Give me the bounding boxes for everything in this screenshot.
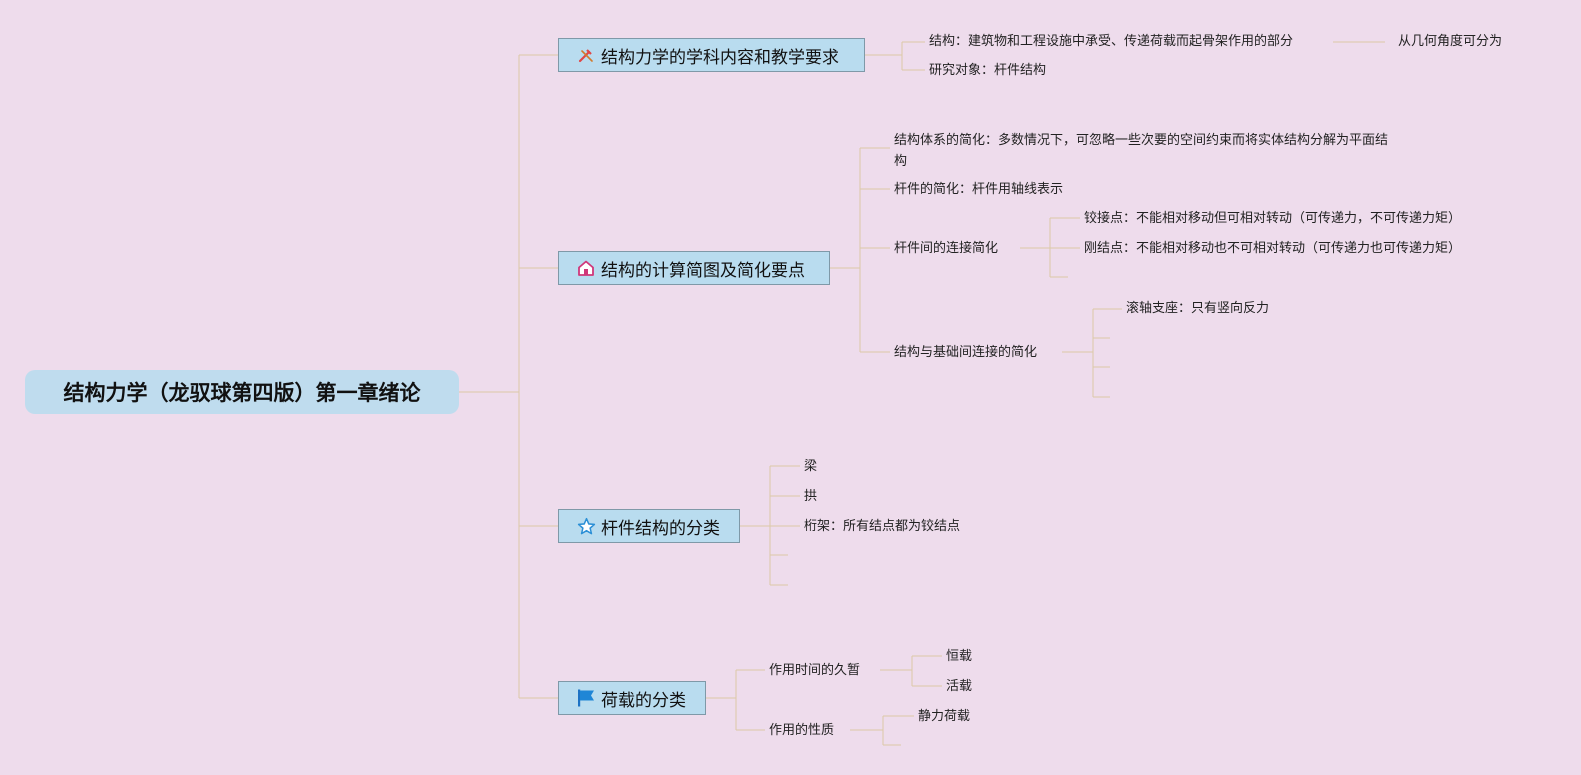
topic-system-simplification[interactable]: 结构体系的简化：多数情况下，可忽略一些次要的空间约束而将实体结构分解为平面结构	[894, 133, 1389, 169]
house-icon	[576, 258, 596, 278]
flag-icon	[576, 688, 596, 708]
branch-load-classification[interactable]: 荷载的分类	[558, 681, 706, 715]
topic-load-duration[interactable]: 作用时间的久暂	[769, 663, 861, 678]
star-icon	[576, 516, 596, 536]
root-title: 结构力学（龙驭球第四版）第一章绪论	[63, 381, 421, 405]
topic-hinge-joint[interactable]: 铰接点：不能相对移动但可相对转动（可传递力，不可传递力矩）	[1084, 211, 1462, 226]
topic-rigid-joint[interactable]: 刚结点：不能相对移动也不可相对转动（可传递力也可传递力矩）	[1084, 241, 1462, 256]
topic-support-simplification[interactable]: 结构与基础间连接的简化	[894, 345, 1038, 360]
topic-load-nature[interactable]: 作用的性质	[769, 723, 835, 738]
topic-roller-support[interactable]: 滚轴支座：只有竖向反力	[1126, 301, 1270, 316]
topic-dead-load[interactable]: 恒载	[946, 649, 973, 664]
branch-calculation-diagram[interactable]: 结构的计算简图及简化要点	[558, 251, 830, 285]
topic-member-simplification[interactable]: 杆件的简化：杆件用轴线表示	[894, 182, 1064, 197]
branch-title: 结构力学的学科内容和教学要求	[601, 47, 839, 68]
branch-member-classification[interactable]: 杆件结构的分类	[558, 509, 740, 543]
topic-live-load[interactable]: 活载	[946, 679, 973, 694]
branch-title: 杆件结构的分类	[601, 518, 720, 539]
branch-title: 结构的计算简图及简化要点	[601, 260, 805, 281]
topic-research-object[interactable]: 研究对象：杆件结构	[929, 63, 1047, 78]
root-topic[interactable]: 结构力学（龙驭球第四版）第一章绪论	[25, 370, 459, 414]
topic-beam[interactable]: 梁	[804, 459, 818, 474]
topic-geometry-classification[interactable]: 从几何角度可分为	[1398, 34, 1503, 49]
branch-discipline-content[interactable]: 结构力学的学科内容和教学要求	[558, 38, 865, 72]
topic-arch[interactable]: 拱	[804, 489, 818, 504]
topic-structure-definition[interactable]: 结构：建筑物和工程设施中承受、传递荷载而起骨架作用的部分	[929, 34, 1294, 49]
topic-static-load[interactable]: 静力荷载	[918, 709, 971, 724]
branch-title: 荷载的分类	[601, 690, 686, 711]
tools-icon	[576, 45, 596, 65]
topic-truss[interactable]: 桁架：所有结点都为铰结点	[804, 519, 961, 534]
topic-joint-simplification[interactable]: 杆件间的连接简化	[894, 241, 999, 256]
